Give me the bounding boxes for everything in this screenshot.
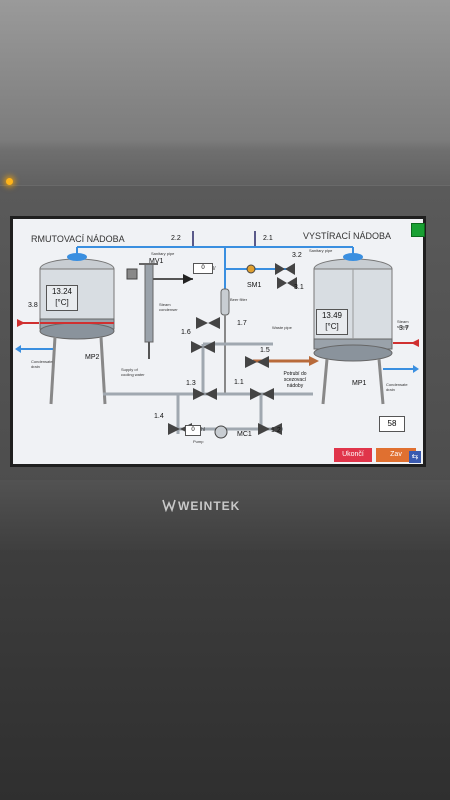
left-temp-value: 13.24	[51, 287, 73, 296]
save-button[interactable]: Zav	[376, 448, 416, 462]
valve-icon	[193, 388, 217, 400]
supply-cooling-label: Supply of cooling water	[121, 367, 145, 377]
sanitary-pipe-right-label: Sanitary pipe	[309, 248, 333, 253]
counter-value: 0	[191, 427, 195, 433]
flow-input[interactable]: 0	[193, 263, 213, 274]
power-led-icon	[6, 178, 13, 185]
left-vessel	[39, 253, 115, 405]
valve-1-3-label: 1.3	[186, 380, 196, 387]
left-vessel-title: RMUTOVACÍ NÁDOBA	[31, 234, 125, 244]
valve-1-7-label: 1.7	[237, 320, 247, 327]
mv1-valve-icon	[126, 268, 138, 280]
valve-1-6-label: 1.6	[181, 329, 191, 336]
valve-icon	[245, 356, 269, 368]
condensate-drain-left-label: Condensate drain	[31, 359, 53, 369]
flow-unit: l/	[213, 266, 216, 272]
valve-3-8-label: 3.8	[28, 302, 38, 309]
mp2-label: MP2	[85, 354, 100, 361]
weintek-logo-icon	[162, 499, 176, 512]
right-vessel-title: VYSTÍRACÍ NÁDOBA	[303, 231, 392, 241]
valve-1-1-label: 1.1	[234, 379, 244, 386]
mp1-label: MP1	[352, 380, 367, 387]
right-steam-arrow-icon	[411, 339, 419, 347]
left-temp-unit: [°C]	[55, 298, 69, 307]
valve-icon	[258, 423, 282, 435]
condensate-drain-right-label: Condensate drain	[386, 382, 408, 392]
valve-1-4-label: 1.4	[154, 413, 164, 420]
numeric-display[interactable]: 58	[379, 416, 405, 432]
valve-icon	[275, 263, 295, 275]
numeric-display-value: 58	[387, 419, 397, 428]
process-diagram	[15, 231, 419, 439]
valve-3-1-label: 3.1	[294, 284, 304, 291]
outlet-arrow-icon	[309, 356, 319, 366]
valve-1-5-label: 1.5	[260, 347, 270, 354]
valve-icon	[277, 277, 297, 289]
pump-mc1-icon	[214, 425, 228, 439]
potrubi-label: Potrubí do scezovací nádoby	[283, 371, 307, 389]
steam-supply-label: Steam supply	[397, 319, 409, 329]
hmi-bezel-lower	[0, 480, 450, 550]
sm1-meter-icon	[246, 264, 256, 274]
valve-3-2-label: 3.2	[292, 252, 302, 259]
hmi-screen: RMUTOVACÍ NÁDOBA VYSTÍRACÍ NÁDOBA 13.24 …	[10, 216, 426, 467]
left-drain-arrow-icon	[15, 345, 21, 353]
sanitary-pipe-left-label: Sanitary pipe	[151, 251, 175, 256]
mc1-label: MC1	[237, 431, 252, 438]
right-vessel	[313, 253, 393, 405]
valve-2-2-label: 2.2	[171, 235, 181, 242]
valve-icon	[191, 341, 215, 353]
valve-1-2-label: 1.2	[271, 427, 281, 434]
beer-filter	[220, 288, 230, 394]
sm1-label: SM1	[247, 282, 262, 289]
right-temp-value: 13.49	[321, 311, 343, 320]
valve-3-7-label: 3.7	[399, 325, 409, 332]
beer-filter-label: Beer filter	[230, 297, 248, 302]
flow-value: 0	[201, 265, 205, 271]
counter-input[interactable]: 0	[185, 425, 201, 436]
brand-label: WEINTEK	[178, 499, 241, 513]
left-temp-display: 13.24 [°C]	[46, 285, 78, 311]
right-temp-display: 13.49 [°C]	[316, 309, 348, 335]
left-steam-arrow-icon	[17, 319, 25, 327]
counter-unit: hl	[201, 427, 205, 433]
steam-condenser	[139, 263, 193, 359]
steam-condenser-label: Steam condenser	[159, 302, 178, 312]
valve-2-1-label: 2.1	[263, 235, 273, 242]
valve-icon	[196, 317, 220, 329]
keyboard-icon[interactable]: ⇆	[409, 451, 421, 463]
pump-label: Pump	[193, 439, 204, 444]
right-drain-arrow-icon	[413, 365, 419, 373]
right-temp-unit: [°C]	[325, 322, 339, 331]
waste-pipe-label: Waste pipe	[272, 325, 292, 330]
cancel-button[interactable]: Ukončí	[334, 448, 372, 462]
status-green-button[interactable]	[411, 223, 425, 237]
mv1-label: MV1	[149, 258, 164, 265]
valve-icon	[250, 388, 274, 400]
